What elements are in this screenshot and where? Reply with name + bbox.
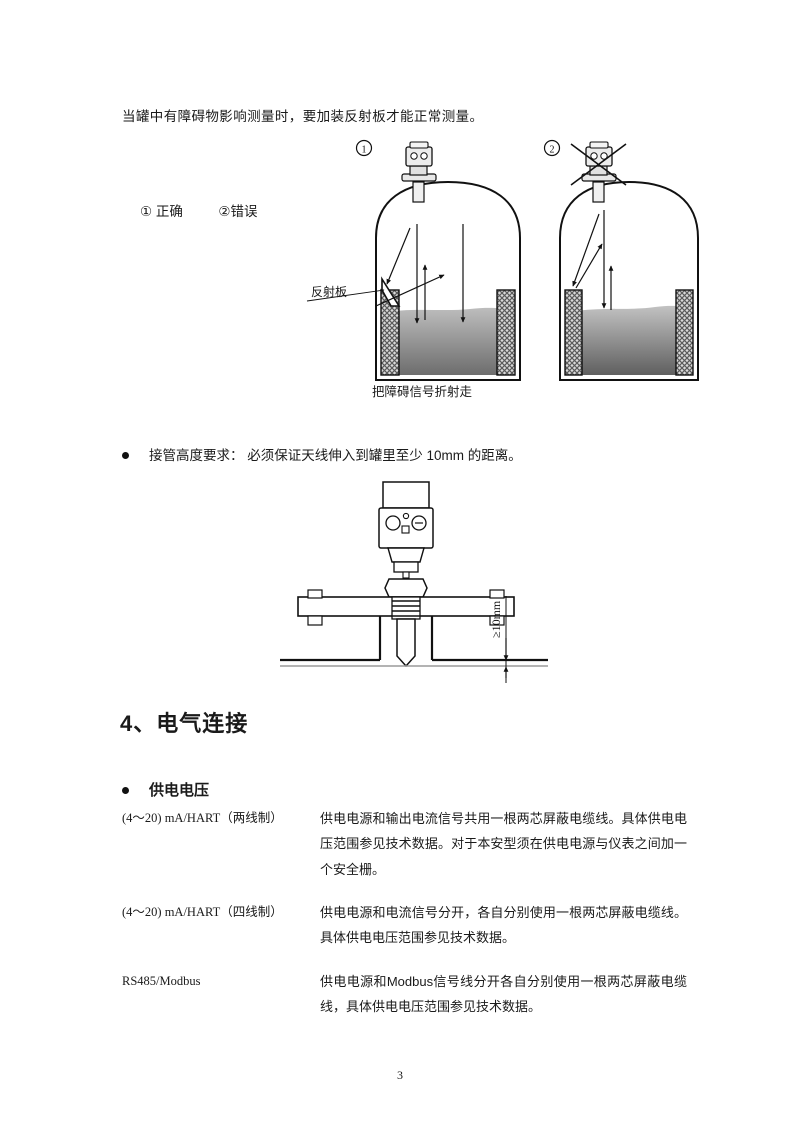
tank-correct: 1 xyxy=(306,139,521,381)
bullet-dot-icon xyxy=(122,452,129,459)
figure-legend: ① 正确 ②错误 xyxy=(140,200,258,220)
spec-description: 供电电源和输出电流信号共用一根两芯屏蔽电缆线。具体供电电压范围参见技术数据。对于… xyxy=(320,811,687,877)
tank-correct-obstruction-right xyxy=(496,289,516,376)
beam-wrong-down-slant xyxy=(572,213,600,287)
bullet-nozzle-height: 接管高度要求： 必须保证天线伸入到罐里至少 10mm 的距离。 xyxy=(122,444,522,464)
svg-text:1: 1 xyxy=(362,145,367,156)
bullet-dot-icon xyxy=(122,787,129,794)
tank-correct-transmitter xyxy=(405,146,433,167)
transmitter-vent xyxy=(402,571,410,579)
section-number: 4、 xyxy=(120,711,157,736)
nozzle-mounting-svg: ≥10mm xyxy=(280,481,548,683)
spec-term: (4～20) mA/HART（四线制） xyxy=(122,905,283,920)
tank-correct-transmitter-cap xyxy=(409,141,429,149)
tank-wrong-neck xyxy=(589,165,608,176)
beam-wrong-up-slant xyxy=(575,243,603,289)
beam-deflected xyxy=(375,274,445,307)
tank-correct-display-right xyxy=(420,152,428,160)
transmitter-neck xyxy=(387,547,425,563)
thread-lines xyxy=(392,600,420,617)
tank-comparison-svg: 1 xyxy=(306,139,699,381)
tank-wrong-display-right xyxy=(600,152,608,160)
legend-wrong: ②错误 xyxy=(218,204,258,219)
legend-correct: ① 正确 xyxy=(140,204,183,219)
tank-correct-obstruction-left xyxy=(380,289,400,376)
table-row: (4～20) mA/HART（四线制） 供电电源和电流信号分开，各自分别使用一根… xyxy=(122,900,687,951)
section-heading: 4、电气连接 xyxy=(120,706,248,738)
transmitter-knob-left xyxy=(385,515,401,531)
tank-correct-display-left xyxy=(410,152,418,160)
bullet-supply-voltage-text: 供电电压 xyxy=(149,782,210,799)
section-title: 电气连接 xyxy=(156,711,249,736)
svg-text:2: 2 xyxy=(550,145,555,156)
antenna-probe xyxy=(396,618,416,668)
tank-wrong-obstruction-left xyxy=(564,289,583,376)
intro-paragraph: 当罐中有障碍物影响测量时，要加装反射板才能正常测量。 xyxy=(122,109,484,124)
process-hex-nut xyxy=(384,578,428,598)
supply-voltage-table: (4～20) mA/HART（两线制） 供电电源和输出电流信号共用一根两芯屏蔽电… xyxy=(122,806,687,1037)
bullet-supply-voltage: 供电电压 xyxy=(122,779,209,800)
spec-description: 供电电源和电流信号分开，各自分别使用一根两芯屏蔽电缆线。具体供电电压范围参见技术… xyxy=(320,905,687,946)
table-row: (4～20) mA/HART（两线制） 供电电源和输出电流信号共用一根两芯屏蔽电… xyxy=(122,806,687,882)
tank-wrong-obstruction-right xyxy=(675,289,694,376)
spec-term: RS485/Modbus xyxy=(122,973,201,988)
tank-correct-neck xyxy=(409,165,428,176)
transmitter-indicator-bottom xyxy=(401,525,410,534)
tank-wrong-display-left xyxy=(590,152,598,160)
tank-wrong-transmitter-cap xyxy=(589,141,609,149)
reflector-plate-label: 反射板 xyxy=(311,285,348,299)
tank-wrong-liquid xyxy=(565,305,693,375)
flange-bolt-head-left xyxy=(307,589,323,599)
spec-description: 供电电源和Modbus信号线分开各自分别使用一根两芯屏蔽电缆线，具体供电电压范围… xyxy=(320,973,687,1015)
beam-to-reflector xyxy=(386,227,411,285)
bullet-nozzle-height-text: 接管高度要求： 必须保证天线伸入到罐里至少 10mm 的距离。 xyxy=(149,448,522,463)
cross-out-icon xyxy=(570,143,627,186)
tank-wrong-marker: 2 xyxy=(543,139,561,157)
page-number: 3 xyxy=(397,1068,403,1082)
reflector-plate xyxy=(381,276,401,307)
tank-comparison-figure: 1 xyxy=(306,138,712,388)
tank-correct-marker: 1 xyxy=(355,139,373,157)
flange-bolt-nut-left xyxy=(307,615,323,626)
tank-figure-caption: 把障碍信号折射走 xyxy=(372,385,473,399)
table-row: RS485/Modbus 供电电源和Modbus信号线分开各自分别使用一根两芯屏… xyxy=(122,969,687,1020)
flange-bolt-nut-right xyxy=(489,615,505,626)
tank-correct-liquid xyxy=(381,307,515,375)
tank-correct-nozzle xyxy=(412,181,425,203)
tank-wrong: 2 xyxy=(543,139,699,381)
transmitter-top-cap xyxy=(382,481,430,509)
dimension-label: ≥10mm xyxy=(489,600,503,638)
spec-term: (4～20) mA/HART（两线制） xyxy=(122,811,283,825)
reflector-callout-line xyxy=(306,288,385,302)
transmitter-indicator-top xyxy=(402,512,410,520)
transmitter-collar xyxy=(393,561,419,573)
tank-wrong-nozzle xyxy=(592,181,605,203)
flange-bolt-head-right xyxy=(489,589,505,599)
nozzle-mounting-figure: ≥10mm xyxy=(280,478,600,683)
